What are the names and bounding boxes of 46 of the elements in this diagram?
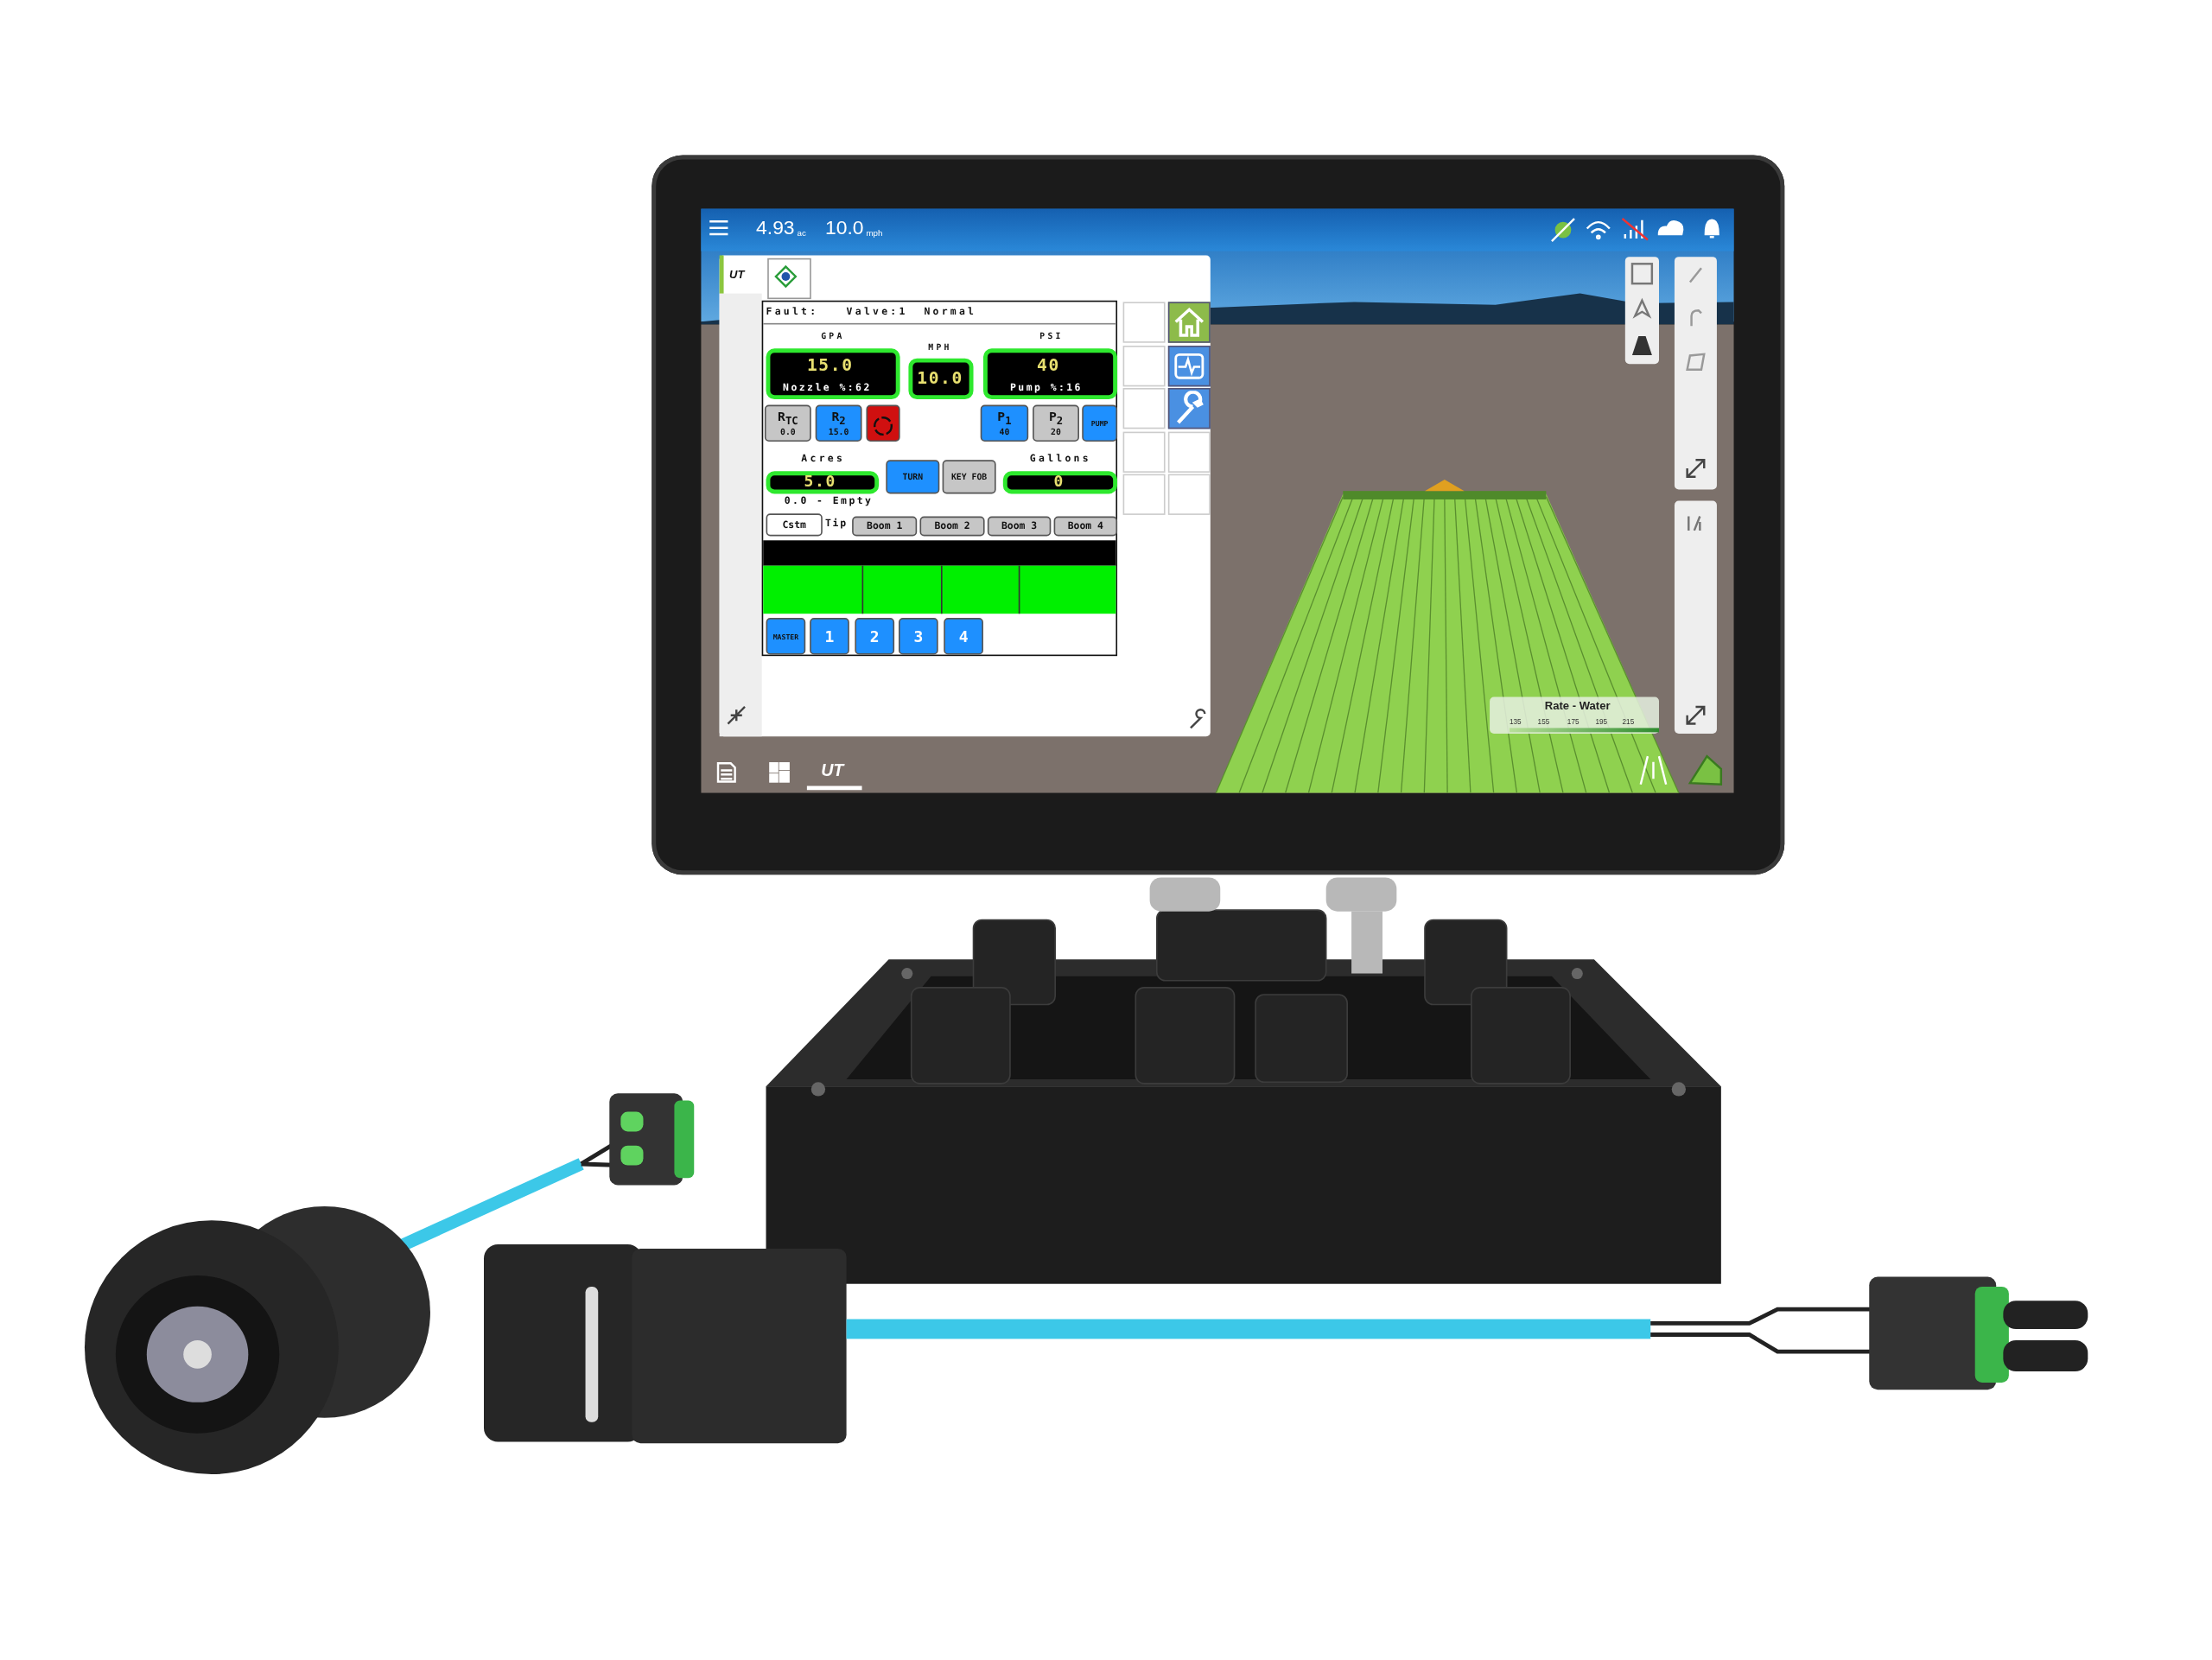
readout-title: PSI xyxy=(1039,331,1064,340)
area-value: 4.93 xyxy=(756,217,795,238)
boom-button: Boom 3 xyxy=(987,516,1052,537)
scale-value: 135 xyxy=(1509,718,1522,726)
section-button: R$_{2}$ 15.0 xyxy=(815,404,862,442)
fault-label: Fault: xyxy=(766,307,819,318)
scale-value: 175 xyxy=(1567,718,1580,726)
section-button: R$_{TC}$ 0.0 xyxy=(764,404,811,442)
tab-label: UT xyxy=(729,269,745,281)
speed-readout-value: 10.0 xyxy=(917,369,963,387)
acres-value: 5.0 xyxy=(804,474,836,490)
scale-value: 215 xyxy=(1622,718,1635,726)
legend-title: Rate - Water xyxy=(1544,701,1611,713)
readout-title: Gallons xyxy=(1029,454,1091,465)
rate-value: 15.0 xyxy=(806,357,854,374)
speed-value: 10.0 xyxy=(825,217,864,238)
section-button: P$_{1}$ 40 xyxy=(980,404,1029,442)
readout-title: GPA xyxy=(821,331,845,340)
pump-button: PUMP xyxy=(1082,404,1118,442)
gallons-value: 0 xyxy=(1053,474,1065,490)
master-switch-button: MASTER xyxy=(766,618,806,655)
tab-label: UT xyxy=(821,761,844,779)
section-switch-button: 2 xyxy=(855,618,895,655)
section-switch-button: 1 xyxy=(810,618,849,655)
custom-button: Cstm xyxy=(766,513,823,537)
scale-value: 155 xyxy=(1537,718,1550,726)
tip-label: Tip xyxy=(825,518,848,530)
boom-button: Boom 4 xyxy=(1053,516,1118,537)
scale-value: 195 xyxy=(1595,718,1608,726)
section-switch-button: 4 xyxy=(944,618,983,655)
valve-status: Valve:1 xyxy=(846,307,908,318)
key-fob-button: KEY FOB xyxy=(942,460,996,494)
pressure-value: 40 xyxy=(1037,357,1060,374)
boom-button: Boom 1 xyxy=(852,516,918,537)
section-switch-button: 3 xyxy=(899,618,938,655)
readout-title: Acres xyxy=(801,454,846,465)
readout-title: MPH xyxy=(928,342,952,352)
section-button: P$_{2}$ 20 xyxy=(1033,404,1079,442)
pump-percent: Pump %:16 xyxy=(1010,384,1083,394)
unit-label: ac xyxy=(797,228,806,238)
fault-status: Normal xyxy=(924,307,977,318)
tank-status: 0.0 - Empty xyxy=(784,496,874,507)
nozzle-percent: Nozzle %:62 xyxy=(783,384,872,394)
boom-button: Boom 2 xyxy=(919,516,985,537)
unit-label: mph xyxy=(866,228,883,238)
turn-button: TURN xyxy=(886,460,940,494)
